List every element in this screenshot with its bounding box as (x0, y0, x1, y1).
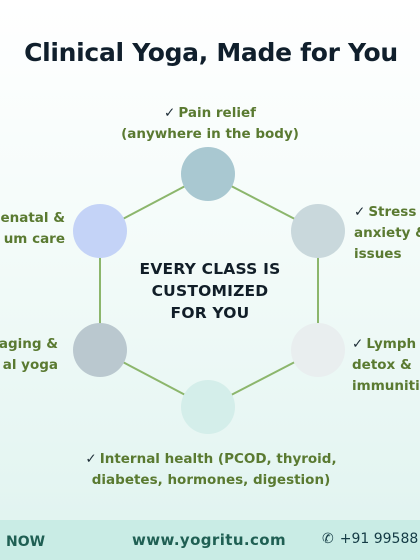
label-pain-relief: ✓Pain relief (anywhere in the body) (115, 103, 305, 145)
label-prenatal: enatal & um care (0, 208, 65, 250)
internal-line-1: Internal health (PCOD, thyroid, (99, 451, 337, 467)
stress-line-3: issues (354, 246, 402, 262)
node-circle-lymph (291, 323, 345, 377)
stress-line-1: Stress (368, 204, 417, 220)
node-circle-stress (291, 204, 345, 258)
center-line-3: FOR YOU (170, 304, 250, 322)
phone-icon: ✆ (322, 531, 334, 547)
prenatal-line-1: enatal & (0, 210, 65, 226)
lymph-line-1: Lymph (366, 336, 417, 352)
prenatal-line-2: um care (3, 231, 65, 247)
check-icon: ✓ (164, 105, 176, 121)
center-line-1: EVERY CLASS IS (139, 260, 281, 278)
node-circle-internal (181, 380, 235, 434)
website-link[interactable]: www.yogritu.com (132, 531, 287, 549)
check-icon: ✓ (352, 336, 364, 352)
lymph-line-3: immuniti (352, 378, 420, 394)
hexagon-nodes (73, 147, 345, 434)
center-message: EVERY CLASS IS CUSTOMIZED FOR YOU (120, 258, 300, 324)
node-circle-prenatal (73, 204, 127, 258)
page-title: Clinical Yoga, Made for You (24, 38, 398, 67)
aging-line-1: aging & (0, 336, 58, 352)
phone-number: +91 99588 (339, 531, 419, 547)
check-icon: ✓ (354, 204, 366, 220)
label-healthy-aging: aging & al yoga (0, 334, 58, 376)
aging-line-2: al yoga (2, 357, 58, 373)
book-now-link[interactable]: NOW (6, 534, 46, 550)
label-stress: ✓Stress anxiety & issues (354, 202, 420, 265)
node-circle-aging (73, 323, 127, 377)
pain-line-2: (anywhere in the body) (121, 126, 299, 142)
label-lymph: ✓Lymph detox & immuniti (352, 334, 420, 397)
label-internal-health: ✓Internal health (PCOD, thyroid, diabete… (66, 449, 356, 491)
pain-line-1: Pain relief (178, 105, 256, 121)
center-line-2: CUSTOMIZED (151, 282, 269, 300)
stress-line-2: anxiety & (354, 225, 420, 241)
node-circle-pain (181, 147, 235, 201)
footer-bar (0, 520, 420, 560)
phone-link[interactable]: ✆ +91 99588 (322, 531, 418, 547)
internal-line-2: diabetes, hormones, digestion) (91, 472, 331, 488)
lymph-line-2: detox & (352, 357, 412, 373)
check-icon: ✓ (85, 451, 97, 467)
